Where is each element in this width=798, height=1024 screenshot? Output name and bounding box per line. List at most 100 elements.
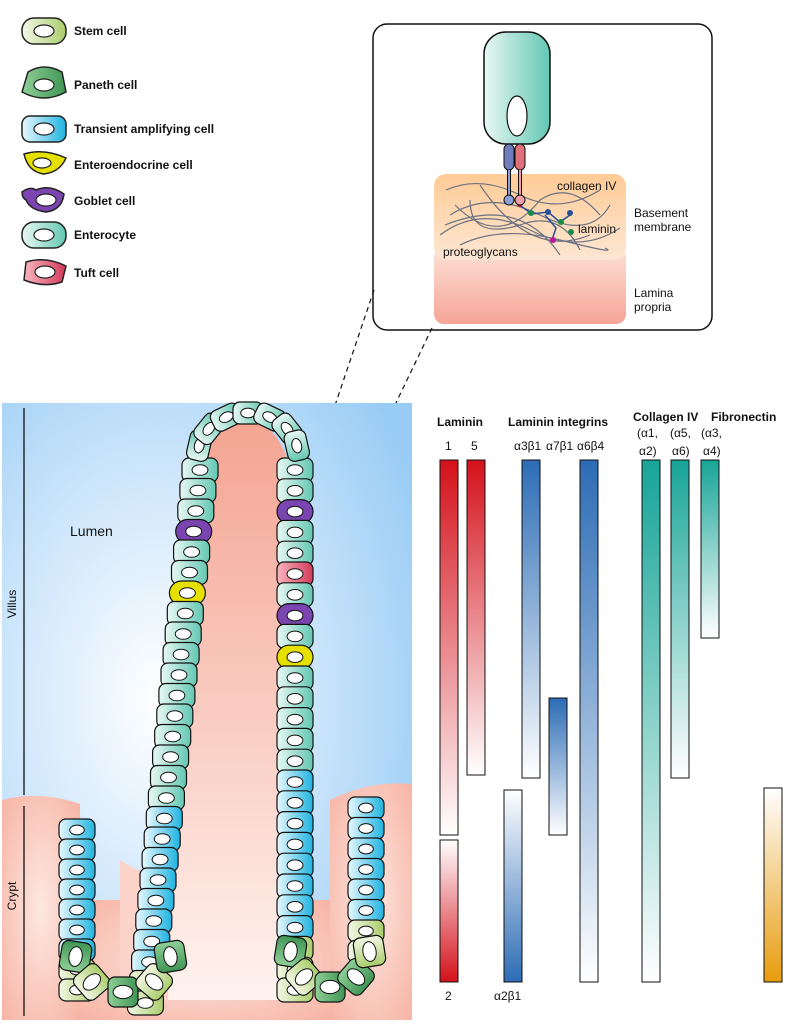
- enterocyte-cell: [164, 621, 202, 647]
- enterocyte-cell: [160, 662, 198, 688]
- a6b4-label: α6β4: [577, 439, 605, 453]
- lamina-label-1: Lamina: [634, 286, 674, 300]
- bar-laminin-1: [439, 459, 459, 836]
- basement-label-1: Basement: [634, 206, 689, 220]
- fibronectin-header: Fibronectin: [711, 410, 776, 424]
- c34-label-b: α4): [703, 444, 721, 458]
- lamina-propria-region: [434, 248, 626, 324]
- enterocyte-cell: [170, 559, 209, 586]
- a3b1-label: α3β1: [514, 439, 542, 453]
- legend-label: Enterocyte: [74, 228, 136, 242]
- bar-laminin-5: [466, 459, 486, 776]
- inset-panel: collagen IV laminin proteoglycans Baseme…: [372, 23, 713, 331]
- c12-label-b: α2): [639, 444, 657, 458]
- ta-cell: [276, 769, 314, 795]
- enterocyte-cell: [166, 600, 204, 627]
- enterocyte-cell: [179, 477, 217, 504]
- lam5-label: 5: [471, 439, 478, 453]
- lam1-label: 1: [445, 439, 452, 453]
- epithelium: [58, 401, 387, 1016]
- ta-cell: [347, 878, 385, 902]
- enterocyte-cell: [276, 623, 314, 650]
- legend-label: Transient amplifying cell: [74, 122, 214, 136]
- ta-cell: [347, 898, 385, 923]
- ta-cell: [145, 805, 183, 832]
- ta-cell: [137, 887, 175, 914]
- c12-label-a: (α1,: [637, 426, 658, 440]
- ta-cell: [347, 837, 385, 861]
- tuft-cell: [276, 561, 314, 587]
- bar-fibronectin: [763, 787, 783, 983]
- collagen-header: Collagen IV: [633, 410, 698, 424]
- legend: Stem cell Paneth cell Transient amplifyi…: [21, 17, 214, 286]
- enterocyte-cell: [156, 703, 194, 729]
- enterocyte-cell: [283, 429, 311, 462]
- legend-item-stem-cell: Stem cell: [21, 17, 127, 45]
- stem-cell: [352, 934, 387, 969]
- legend-label: Goblet cell: [74, 194, 135, 208]
- legend-item-enterocyte: Enterocyte: [21, 221, 136, 249]
- enterocyte-cell: [149, 764, 188, 791]
- collagen-iv-label: collagen IV: [557, 179, 616, 193]
- legend-item-paneth-cell: Paneth cell: [21, 66, 137, 99]
- enterocyte-cell: [276, 727, 314, 754]
- integrins-header: Laminin integrins: [508, 415, 608, 429]
- legend-item-transient-amplifying-cell: Transient amplifying cell: [21, 115, 214, 143]
- stem-cell: [72, 963, 111, 1001]
- enterocyte-cell: [158, 682, 196, 709]
- enterocyte-cell: [276, 665, 314, 691]
- goblet-cell: [276, 499, 314, 525]
- ta-cell: [143, 826, 181, 852]
- enterocyte-cell: [276, 478, 314, 504]
- c34-label-a: (α3,: [701, 426, 722, 440]
- lamina-label-2: propria: [634, 300, 672, 314]
- enterocyte-cell: [276, 706, 314, 733]
- crypt-label: Crypt: [5, 881, 19, 910]
- bar-laminin-2: [439, 839, 459, 983]
- paneth-cell: [273, 934, 308, 969]
- proteoglycans-label: proteoglycans: [443, 245, 518, 259]
- enterocyte-cell: [162, 641, 200, 668]
- a7b1-label: α7β1: [546, 439, 574, 453]
- bar-col-a1a2: [641, 459, 661, 983]
- ta-cell: [347, 816, 385, 841]
- ta-cell: [58, 918, 96, 942]
- bar-col-a3a4: [700, 459, 720, 639]
- legend-label: Tuft cell: [74, 266, 119, 280]
- enterocyte-cell: [173, 539, 211, 565]
- legend-item-goblet-cell: Goblet cell: [21, 187, 135, 213]
- laminin-chain: [517, 201, 574, 243]
- laminin-header: Laminin: [437, 415, 483, 429]
- laminin-label: laminin: [578, 222, 616, 236]
- ta-cell: [58, 818, 96, 842]
- paneth-cell: [58, 939, 93, 974]
- bar-a7b1: [548, 697, 568, 836]
- expression-panel: Laminin Laminin integrins Collagen IV Fi…: [437, 410, 783, 1003]
- enterocyte-cell: [276, 519, 314, 546]
- ta-cell: [276, 873, 314, 899]
- ta-cell: [276, 810, 314, 837]
- inset-enterocyte: [483, 31, 551, 145]
- tissue-panel: Villus Crypt Lumen: [2, 401, 412, 1020]
- ta-cell: [58, 838, 96, 862]
- bar-col-a5a6: [670, 459, 690, 779]
- ta-cell: [347, 857, 385, 882]
- ta-cell: [276, 894, 314, 920]
- ta-cell: [58, 898, 96, 922]
- ta-cell: [58, 858, 96, 882]
- lumen-label: Lumen: [70, 523, 113, 539]
- ta-cell: [347, 796, 385, 820]
- legend-item-tuft-cell: Tuft cell: [23, 259, 119, 286]
- ta-cell: [135, 908, 173, 934]
- enteroendocrine-cell: [168, 580, 206, 606]
- a2b1-label: α2β1: [494, 989, 522, 1003]
- ta-cell: [276, 790, 314, 816]
- legend-label: Paneth cell: [74, 78, 137, 92]
- bar-a2b1: [503, 789, 523, 983]
- legend-label: Enteroendocrine cell: [74, 158, 193, 172]
- lam2-label: 2: [445, 989, 452, 1003]
- basement-label-2: membrane: [634, 220, 692, 234]
- enterocyte-cell: [276, 457, 314, 483]
- villus-label: Villus: [5, 590, 19, 618]
